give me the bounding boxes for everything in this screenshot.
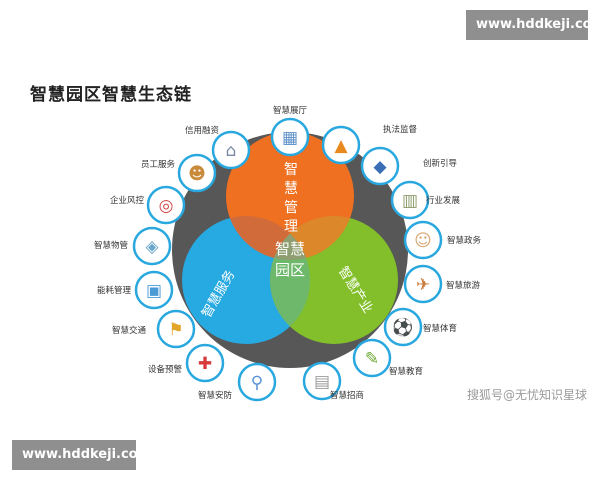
module-icon-circle [403, 264, 443, 304]
diagram-title: 智慧园区智慧生态链 [30, 85, 192, 105]
car-icon: ◆ [373, 157, 387, 177]
sports-icon: ⚽ [391, 317, 413, 338]
module-label: 智慧教育 [389, 366, 423, 377]
education-icon: ✎ [365, 349, 379, 369]
module-12: ⚑ 智慧交通 [112, 309, 196, 349]
module-1: ▦ 智慧展厅 [270, 105, 310, 157]
module-4: ▥ 行业发展 [390, 180, 461, 220]
module-icon-circle [403, 220, 443, 260]
module-icon-circle [270, 117, 310, 157]
module-2: ▲ 执法监督 [321, 124, 418, 165]
module-label: 智慧政务 [447, 235, 482, 246]
module-label: 行业发展 [426, 195, 461, 206]
watermark-top: www.hddkeji.com [466, 10, 600, 40]
travel-icon: ✈ [416, 275, 430, 295]
module-label: 能耗管理 [97, 285, 132, 296]
module-icon-circle [134, 270, 174, 310]
module-6: ✈ 智慧旅游 [403, 264, 481, 304]
module-9: ▤智慧招商 [302, 361, 364, 401]
management-char-4: 理 [284, 219, 298, 235]
module-icon-circle [146, 185, 186, 225]
module-icon-circle [390, 180, 430, 220]
module-15: ◎ 企业风控 [110, 185, 186, 225]
module-7: ⚽ 智慧体育 [383, 307, 457, 347]
center-label-line1: 智慧 [275, 240, 305, 258]
magnifier-icon: ⚲ [251, 373, 263, 393]
factory-icon: ▥ [402, 191, 418, 211]
module-13: ▣ 能耗管理 [97, 270, 174, 310]
center-label-line2: 园区 [275, 261, 305, 279]
officer-icon: ☺ [414, 231, 432, 251]
exhibition-hall-icon: ▦ [282, 128, 298, 148]
module-label: 智慧安防 [198, 390, 233, 401]
overlap-management-service [226, 216, 310, 260]
module-ring: ▦ 智慧展厅 ▲ 执法监督 ◆ 创新引导 ▥ 行业发展 ☺ 智慧政务 ✈ 智慧旅游 ⚽ 智慧体育 ✎ 智慧教育… [94, 105, 482, 402]
module-label: 智慧招商 [330, 390, 364, 401]
module-10: ⚲ 智慧安防 [198, 362, 277, 402]
bank-icon: ⌂ [226, 141, 237, 161]
module-label: 智慧展厅 [273, 105, 308, 116]
module-icon-circle [352, 338, 392, 378]
module-label: 设备预警 [148, 364, 183, 375]
document-icon: ▤ [314, 372, 330, 392]
module-label: 企业风控 [110, 195, 145, 206]
management-char-1: 智 [284, 162, 298, 178]
module-11: ✚ 设备预警 [148, 343, 225, 383]
module-5: ☺ 智慧政务 [403, 220, 482, 260]
clipboard-icon: ▣ [146, 281, 162, 301]
module-label: 执法监督 [383, 124, 418, 135]
module-label: 智慧物管 [94, 240, 128, 251]
source-credit: 搜狐号@无忧知识星球 [467, 388, 588, 402]
target-icon: ◎ [159, 196, 174, 216]
module-label: 员工服务 [141, 159, 176, 170]
watermark-bottom: www.hddkeji.com [12, 440, 151, 470]
module-17: ⌂ 信用融资 [185, 125, 251, 170]
module-icon-circle [237, 362, 277, 402]
people-icon: ☻ [188, 164, 206, 184]
road-sign-icon: ⚑ [168, 320, 183, 340]
management-char-3: 管 [284, 200, 298, 216]
management-label: 智 慧 管 理 [284, 162, 298, 235]
module-label: 智慧体育 [423, 323, 457, 334]
overlap-management-industry [270, 216, 354, 260]
module-16: ☻ 员工服务 [141, 153, 217, 193]
module-icon-circle [177, 153, 217, 193]
module-icon-circle [321, 125, 361, 165]
management-char-2: 慧 [284, 181, 298, 197]
module-label: 信用融资 [185, 125, 220, 136]
module-label: 智慧旅游 [446, 280, 481, 291]
traffic-cone-icon: ▲ [334, 136, 348, 156]
module-label: 智慧交通 [112, 325, 147, 336]
module-icon-circle [302, 361, 342, 401]
module-icon-circle [211, 130, 251, 170]
first-aid-icon: ✚ [198, 354, 212, 374]
module-icon-circle [383, 307, 423, 347]
module-14: ◈ 智慧物管 [94, 226, 172, 266]
map-icon: ◈ [145, 237, 159, 257]
module-label: 创新引导 [423, 158, 458, 169]
module-icon-circle [185, 343, 225, 383]
module-icon-circle [132, 226, 172, 266]
module-icon-circle [360, 146, 400, 186]
module-icon-circle [156, 309, 196, 349]
module-8: ✎ 智慧教育 [352, 338, 423, 378]
module-3: ◆ 创新引导 [360, 146, 458, 186]
